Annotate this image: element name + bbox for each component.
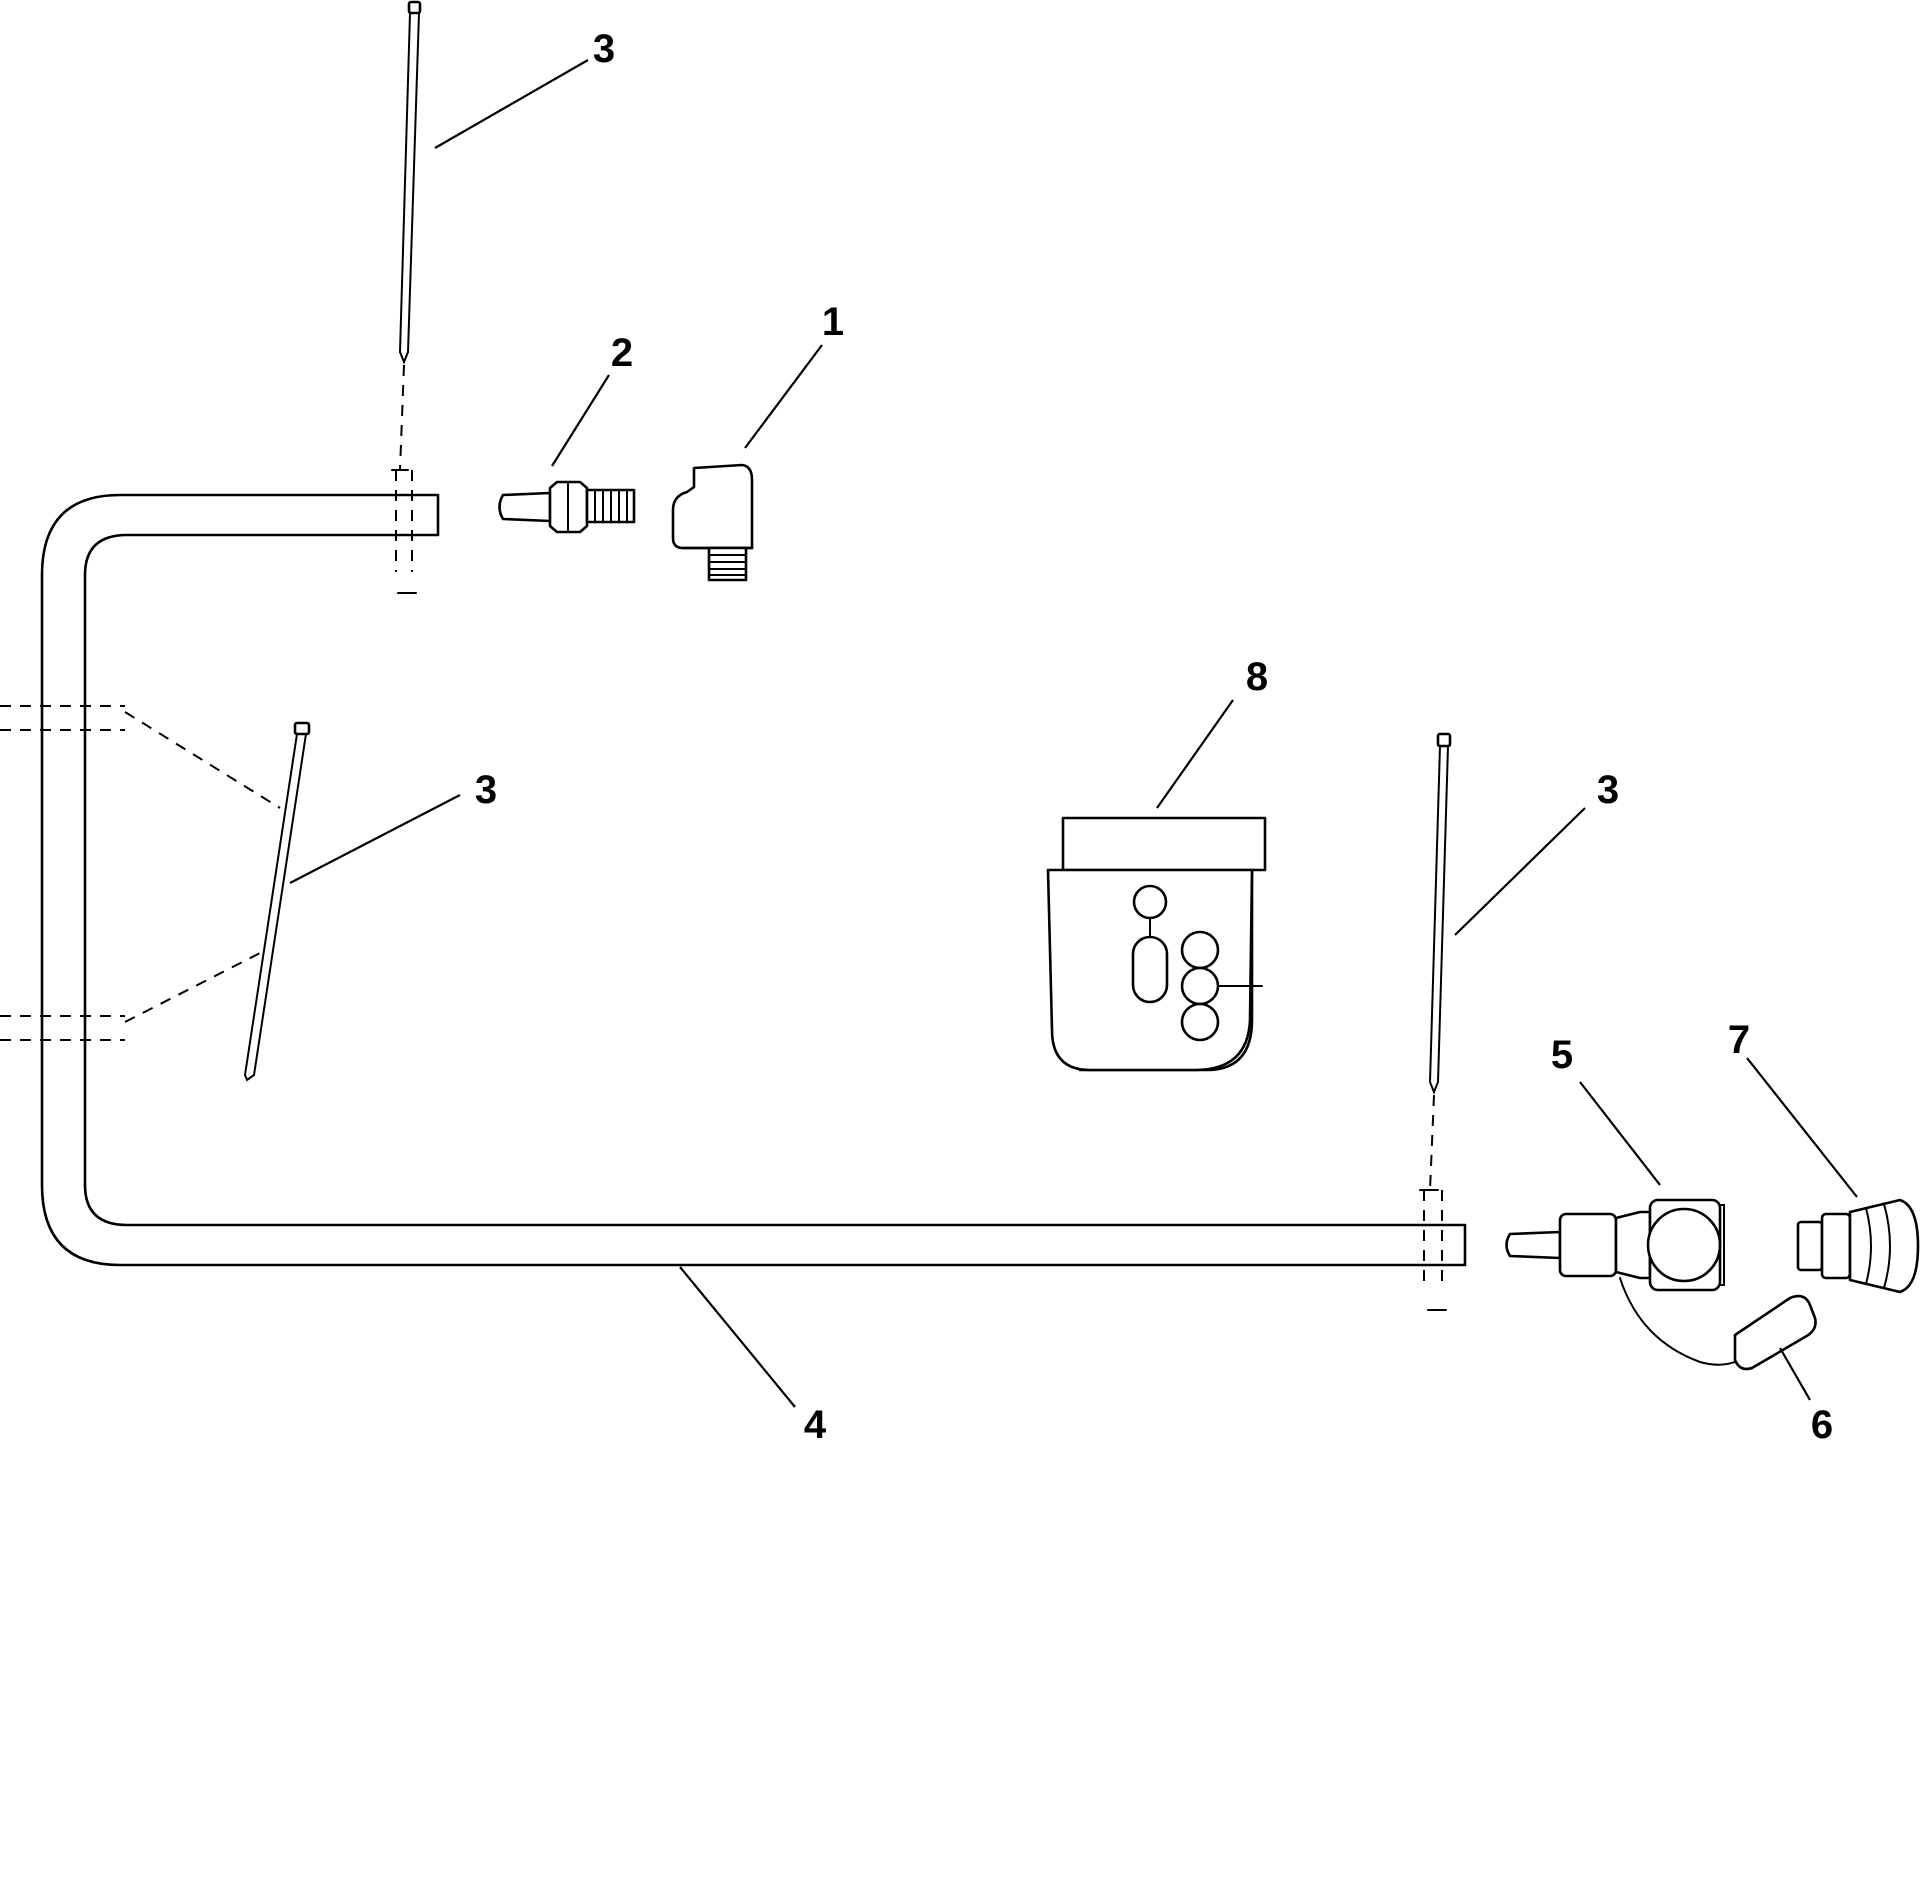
quick-connect-plug (1796, 1198, 1920, 1294)
leader-4 (679, 1266, 796, 1408)
callout-1: 1 (822, 300, 844, 344)
callout-3-top: 3 (593, 27, 615, 71)
mounting-bracket (1046, 816, 1267, 1072)
leader-1 (744, 344, 823, 449)
callout-3-left: 3 (475, 768, 497, 812)
leader-lines (289, 59, 1858, 1408)
cable-tie-right (1419, 732, 1452, 1311)
hose (40, 493, 1467, 1267)
leader-3-top (434, 59, 589, 149)
callout-4: 4 (804, 1403, 827, 1447)
coupler-cap (1733, 1294, 1817, 1371)
callout-7: 7 (1728, 1018, 1750, 1062)
leader-8 (1156, 699, 1234, 809)
leader-7 (1746, 1057, 1858, 1198)
callout-labels: 1 2 3 3 3 4 5 6 7 8 (475, 27, 1833, 1447)
hose-barb-fitting (498, 480, 636, 534)
cable-tie-left (0, 705, 311, 1082)
leader-3-left (289, 794, 461, 884)
quick-connect-coupler (1505, 1198, 1761, 1366)
callout-8: 8 (1246, 655, 1268, 699)
callout-2: 2 (611, 331, 633, 375)
callout-5: 5 (1551, 1033, 1573, 1077)
cable-tie-top (391, 0, 422, 594)
leader-2 (551, 374, 610, 467)
leader-6 (1779, 1347, 1811, 1401)
elbow-fitting (671, 463, 754, 582)
leader-5 (1579, 1081, 1661, 1186)
callout-6: 6 (1811, 1403, 1833, 1447)
leader-3-right (1454, 807, 1586, 936)
callout-3-right: 3 (1597, 768, 1619, 812)
